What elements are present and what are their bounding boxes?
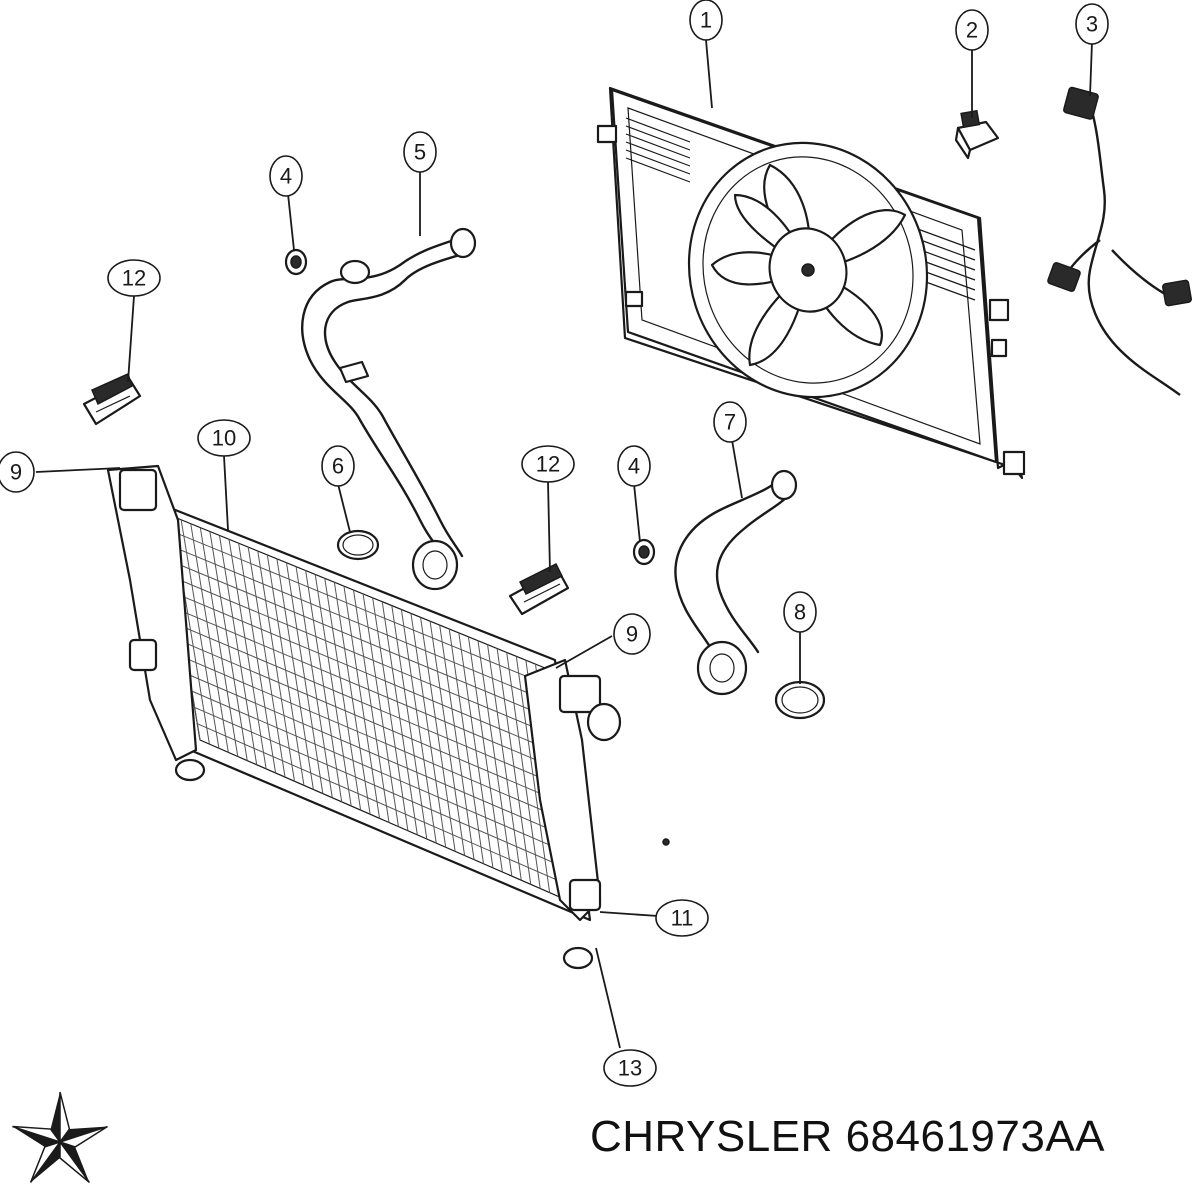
svg-text:4: 4 <box>280 164 292 189</box>
fan-resistor <box>954 109 1000 160</box>
svg-text:7: 7 <box>724 410 736 435</box>
callout-3: 3 <box>1075 3 1109 45</box>
pentastar-facet <box>59 1091 71 1145</box>
callout-12-center: 12 <box>521 445 575 483</box>
svg-text:4: 4 <box>628 454 640 479</box>
svg-text:12: 12 <box>122 266 146 291</box>
wiring-harness <box>1047 86 1192 396</box>
svg-text:13: 13 <box>618 1056 642 1081</box>
svg-text:12: 12 <box>536 452 560 477</box>
callout-5: 5 <box>403 131 437 173</box>
pentastar-facet <box>50 1092 60 1142</box>
svg-text:10: 10 <box>212 426 236 451</box>
callout-12-left: 12 <box>107 259 161 297</box>
radiator-tube-line <box>167 544 550 703</box>
pentastar-facet <box>12 1125 62 1144</box>
svg-text:9: 9 <box>10 460 22 485</box>
brand-name: CHRYSLER <box>590 1112 833 1161</box>
chrysler-pentastar-icon <box>12 1091 108 1184</box>
upper-radiator-hose <box>301 227 477 591</box>
svg-text:11: 11 <box>671 906 694 931</box>
callout-8: 8 <box>783 591 817 633</box>
radiator-tube-line <box>197 723 576 889</box>
radiator-tube-line <box>186 658 567 821</box>
pentastar-facet <box>30 1142 60 1183</box>
callout-9-right: 9 <box>613 613 651 655</box>
lower-radiator-hose <box>674 469 798 696</box>
callout-2: 2 <box>955 9 989 51</box>
callout-9-left: 9 <box>0 451 35 493</box>
callout-6: 6 <box>321 445 355 487</box>
svg-text:8: 8 <box>794 600 806 625</box>
hose-clamp-4-lower <box>632 538 656 566</box>
radiator-tube-line <box>175 592 557 754</box>
radiator-tube-line <box>178 609 560 771</box>
radiator-tube-line <box>188 674 569 838</box>
callout-13: 13 <box>603 1049 657 1087</box>
radiator-tube-line <box>191 690 572 855</box>
svg-text:9: 9 <box>626 622 638 647</box>
svg-text:3: 3 <box>1086 12 1098 37</box>
callout-4-upper: 4 <box>269 155 303 197</box>
callout-11: 11 <box>655 899 709 937</box>
svg-text:6: 6 <box>332 454 344 479</box>
pentastar-facet <box>12 1126 60 1147</box>
radiator-tube-line <box>180 625 562 787</box>
hose-clamp-8 <box>774 680 826 720</box>
hose-clamp-6 <box>336 529 380 561</box>
bracket-12-center <box>508 562 570 616</box>
part-number: 68461973AA <box>845 1112 1106 1161</box>
pentastar-facet <box>29 1140 62 1183</box>
radiator-tube-line <box>183 641 565 804</box>
radiator-tube-line <box>194 706 574 872</box>
radiator-core-fins <box>161 511 579 906</box>
radiator-tube-line <box>169 560 553 720</box>
svg-text:5: 5 <box>414 140 426 165</box>
shroud-vent-left <box>625 117 691 183</box>
part-caption: CHRYSLER 68461973AA <box>590 1112 1105 1162</box>
callout-1: 1 <box>689 0 723 41</box>
fan-shroud-assembly <box>596 86 1026 480</box>
svg-text:2: 2 <box>966 18 978 43</box>
hose-clamp-4-upper <box>284 248 308 276</box>
leader-lines <box>35 39 1093 1049</box>
callout-10: 10 <box>197 419 251 457</box>
radiator <box>106 464 670 970</box>
radiator-tube-line <box>172 576 555 737</box>
bracket-12-left <box>82 372 142 426</box>
callout-7: 7 <box>713 401 747 443</box>
pentastar-facet <box>60 1126 108 1142</box>
callout-4-lower: 4 <box>617 445 651 487</box>
radiator-tube-line <box>164 527 548 686</box>
svg-text:1: 1 <box>700 8 712 33</box>
